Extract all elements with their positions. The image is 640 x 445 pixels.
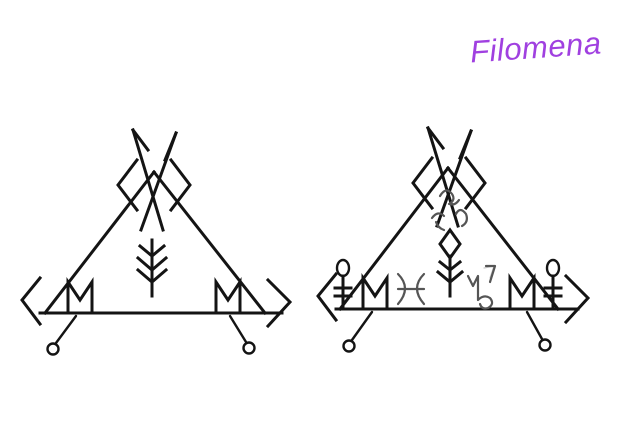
left-apex-stave-a: [131, 128, 165, 232]
left-apex-hook-a: [130, 127, 151, 153]
leo-glyph-lower: [430, 208, 468, 232]
left-mannaz-rune-a: [66, 277, 94, 315]
right-end-arrow-left: [316, 271, 339, 323]
right-ring-staff-a: [350, 310, 374, 342]
left-ring-b: [242, 341, 256, 355]
right-ring-staff-b: [525, 310, 544, 341]
right-triangle-left-side: [337, 165, 451, 312]
stick-figure-right: [543, 258, 563, 308]
right-chevron-left: [411, 155, 435, 211]
right-ring-a: [342, 339, 356, 353]
left-tree-rune: [135, 238, 169, 298]
left-ring-staff-b: [228, 314, 248, 344]
left-apex-hook-b: [163, 131, 178, 162]
left-mannaz-rune-b: [214, 277, 242, 315]
capricorn-glyph: [466, 264, 497, 310]
left-ring-a: [46, 342, 60, 356]
left-end-arrow-right: [265, 277, 293, 329]
right-apex-stave-a: [426, 126, 460, 228]
left-triangle-left-side: [42, 169, 157, 316]
right-triangle-right-side: [445, 165, 561, 312]
left-end-arrow-left: [20, 275, 43, 327]
stick-figure-left: [333, 258, 353, 308]
right-diamond-rune: [438, 227, 462, 261]
left-chevron-right: [168, 157, 192, 213]
left-ring-staff-a: [54, 314, 78, 345]
left-chevron-left: [116, 157, 140, 213]
right-bindrune: [316, 125, 591, 353]
leo-glyph-upper: [438, 189, 461, 206]
right-mannaz-rune-a: [361, 273, 389, 311]
right-end-arrow-right: [563, 273, 591, 325]
right-mannaz-rune-b: [508, 273, 536, 311]
left-bindrune: [20, 127, 293, 356]
right-tree-rune: [435, 254, 465, 298]
right-ring-b: [538, 338, 552, 352]
right-apex-hook-a: [425, 125, 446, 151]
left-triangle-right-side: [151, 169, 268, 316]
pisces-glyph: [396, 272, 426, 306]
right-apex-hook-b: [458, 129, 473, 160]
right-chevron-right: [463, 155, 487, 211]
